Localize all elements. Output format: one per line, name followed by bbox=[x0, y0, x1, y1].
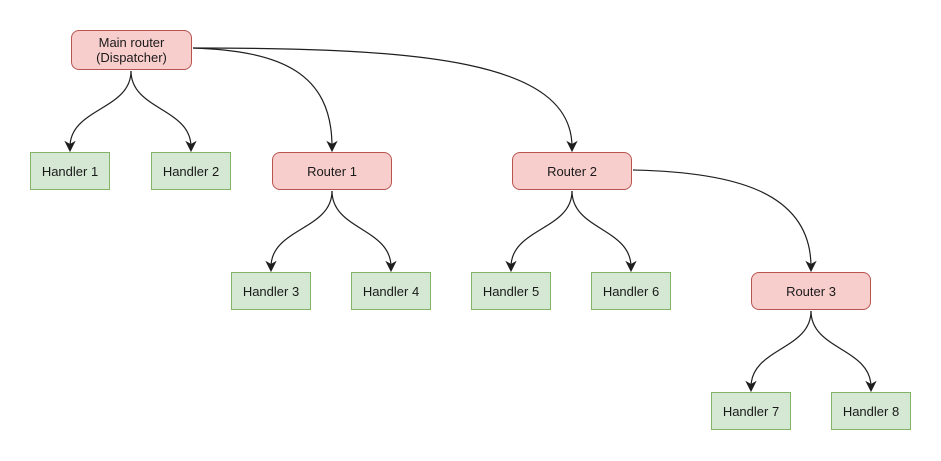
node-label-handler-5: Handler 5 bbox=[482, 283, 540, 299]
edge-router-1-to-handler-4 bbox=[331, 190, 397, 273]
node-label-router-3: Router 3 bbox=[786, 283, 836, 299]
arrowhead-icon bbox=[185, 140, 197, 153]
node-handler-4[interactable]: Handler 4 bbox=[351, 272, 431, 310]
node-label-handler-8: Handler 8 bbox=[842, 403, 900, 419]
arrowhead-icon bbox=[326, 140, 338, 153]
node-handler-3[interactable]: Handler 3 bbox=[231, 272, 311, 310]
node-label-handler-3: Handler 3 bbox=[242, 283, 300, 299]
node-handler-8[interactable]: Handler 8 bbox=[831, 392, 911, 430]
node-router-1[interactable]: Router 1 bbox=[272, 152, 392, 190]
node-label-router-1: Router 1 bbox=[307, 163, 357, 179]
arrowhead-icon bbox=[745, 380, 757, 393]
edge-router-3-to-handler-8 bbox=[810, 310, 877, 393]
edge-main-router-to-router-1 bbox=[192, 47, 338, 153]
node-label-router-2: Router 2 bbox=[547, 163, 597, 179]
node-router-2[interactable]: Router 2 bbox=[512, 152, 632, 190]
node-handler-6[interactable]: Handler 6 bbox=[591, 272, 671, 310]
node-handler-1[interactable]: Handler 1 bbox=[30, 152, 110, 190]
node-label-handler-6: Handler 6 bbox=[602, 283, 660, 299]
node-label-main-router: Main router (Dispatcher) bbox=[96, 35, 167, 65]
edge-main-router-to-handler-2 bbox=[130, 70, 197, 153]
arrowhead-icon bbox=[625, 260, 637, 273]
node-label-handler-2: Handler 2 bbox=[162, 163, 220, 179]
arrowhead-icon bbox=[505, 260, 517, 273]
edge-router-3-to-handler-7 bbox=[745, 310, 812, 393]
edge-router-2-to-handler-5 bbox=[505, 190, 573, 273]
node-handler-5[interactable]: Handler 5 bbox=[471, 272, 551, 310]
node-router-3[interactable]: Router 3 bbox=[751, 272, 871, 310]
arrowhead-icon bbox=[64, 140, 76, 153]
node-handler-7[interactable]: Handler 7 bbox=[711, 392, 791, 430]
edge-router-2-to-handler-6 bbox=[571, 190, 637, 273]
node-main-router[interactable]: Main router (Dispatcher) bbox=[71, 30, 192, 70]
arrowhead-icon bbox=[265, 260, 277, 273]
node-label-handler-4: Handler 4 bbox=[362, 283, 420, 299]
arrowhead-icon bbox=[385, 260, 397, 273]
edge-main-router-to-handler-1 bbox=[64, 70, 132, 153]
edge-main-router-to-router-2 bbox=[192, 47, 578, 153]
edge-router-2-to-router-3 bbox=[632, 169, 817, 273]
arrowhead-icon bbox=[805, 260, 817, 273]
node-label-handler-1: Handler 1 bbox=[41, 163, 99, 179]
edge-router-1-to-handler-3 bbox=[265, 190, 333, 273]
node-label-handler-7: Handler 7 bbox=[722, 403, 780, 419]
arrowhead-icon bbox=[566, 140, 578, 153]
arrowhead-icon bbox=[865, 380, 877, 393]
node-handler-2[interactable]: Handler 2 bbox=[151, 152, 231, 190]
